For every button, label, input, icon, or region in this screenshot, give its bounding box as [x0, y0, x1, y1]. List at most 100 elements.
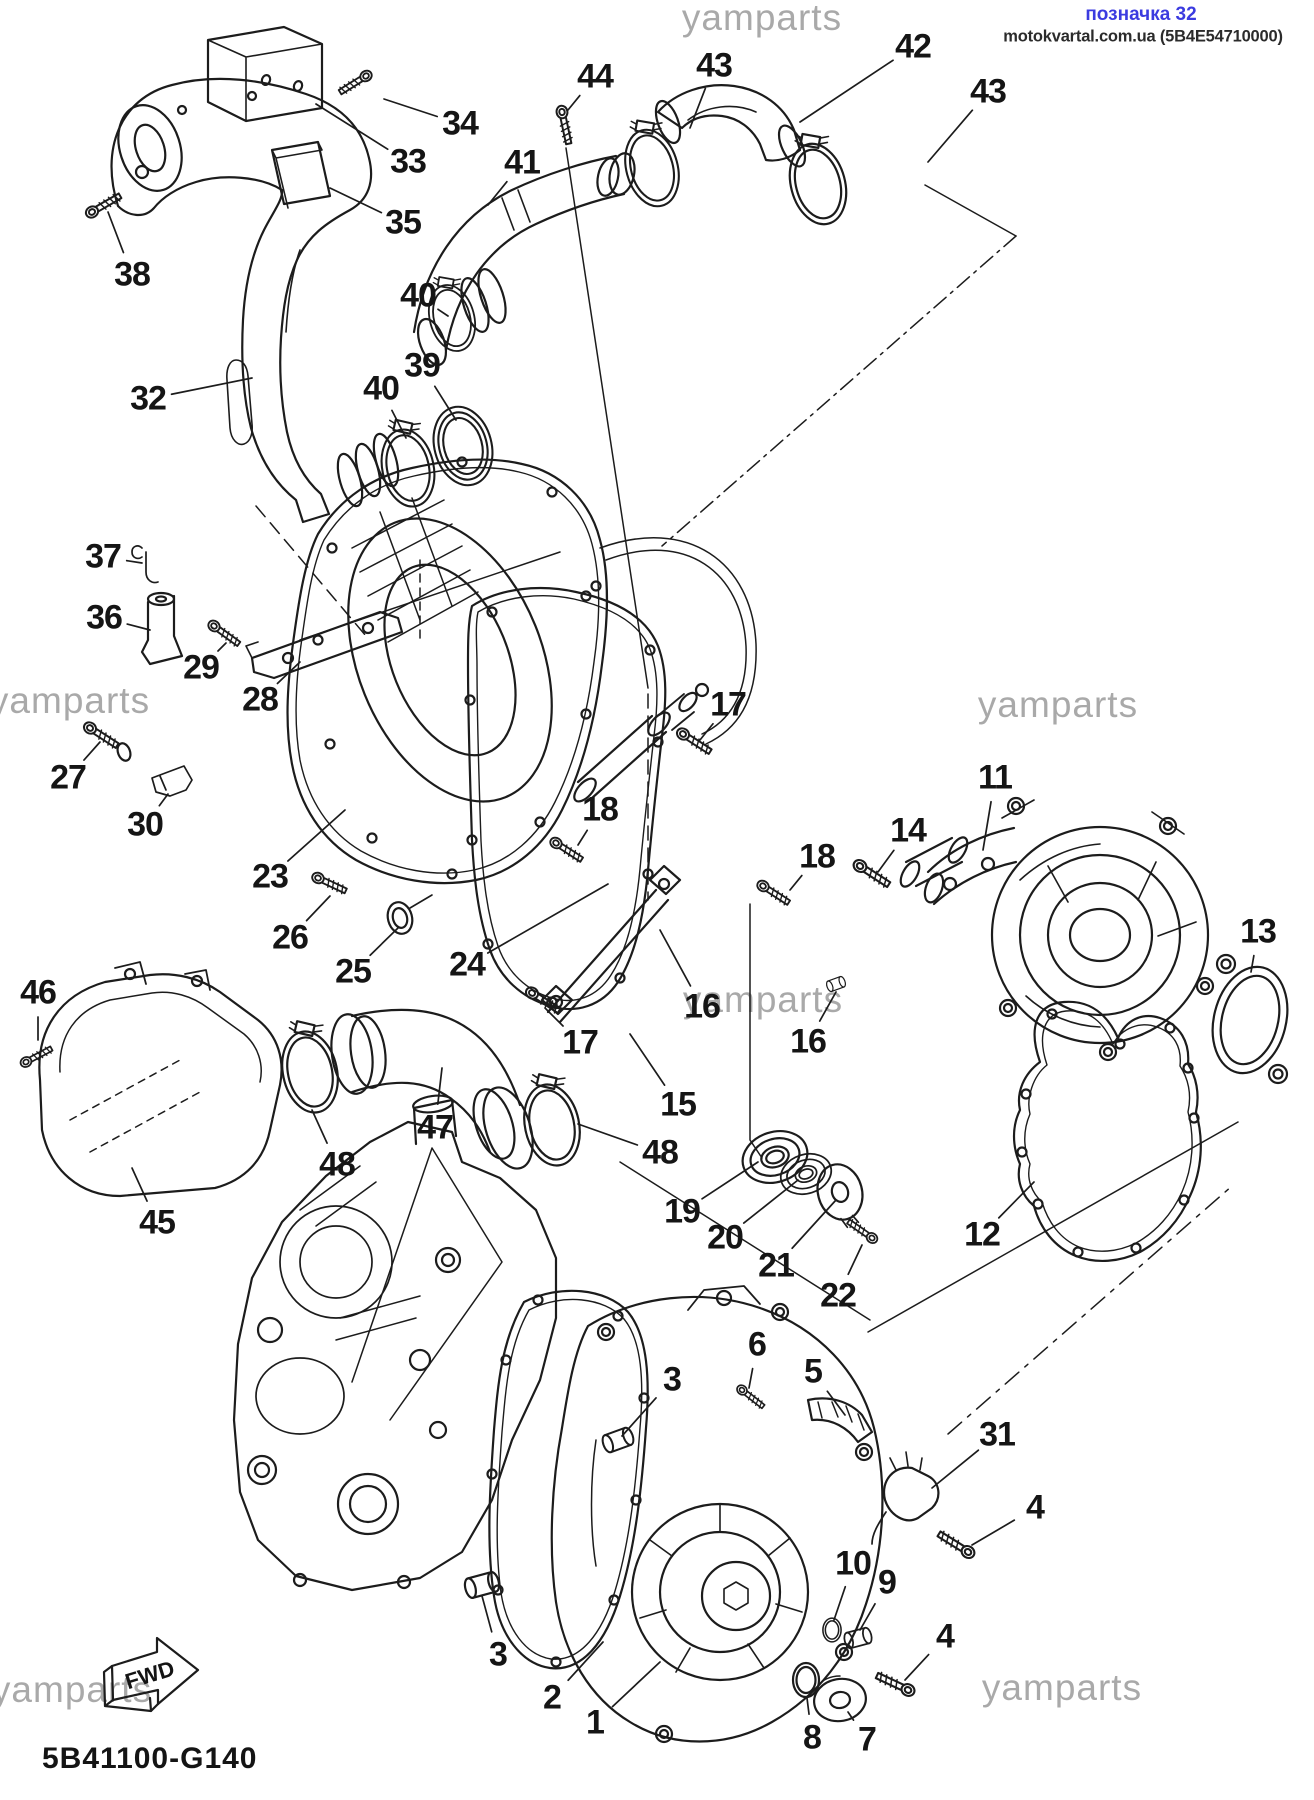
- bolt-27: [80, 719, 132, 762]
- clamp-43-right: [776, 121, 856, 232]
- callout-4: 4: [936, 1617, 955, 1656]
- callout-15: 15: [660, 1085, 697, 1124]
- gasket-2: [486, 1289, 650, 1670]
- bearing-19: [734, 1121, 816, 1193]
- duct-cover-45: [38, 961, 283, 1198]
- callout-37: 37: [85, 537, 122, 576]
- callout-5: 5: [804, 1352, 823, 1391]
- watermark-0: yamparts: [681, 0, 843, 38]
- bolt-6: [734, 1382, 767, 1411]
- watermark-1: yamparts: [0, 680, 151, 721]
- callout-2: 2: [543, 1678, 562, 1717]
- bolt-4-upper: [934, 1527, 978, 1562]
- callout-32: 32: [130, 379, 167, 418]
- cap-7: [813, 1675, 867, 1723]
- callout-7: 7: [858, 1720, 877, 1759]
- callout-30: 30: [127, 805, 164, 844]
- callout-48: 48: [319, 1145, 356, 1184]
- callout-17: 17: [562, 1023, 599, 1062]
- bracket-33: [206, 25, 324, 123]
- callout-20: 20: [707, 1218, 744, 1257]
- callout-14: 14: [890, 811, 927, 850]
- clamp-48-right: [512, 1062, 589, 1172]
- callout-26: 26: [272, 918, 309, 957]
- mark-link[interactable]: позначка 32: [1085, 4, 1197, 25]
- cvt-cover-23: [286, 456, 609, 885]
- callout-leader-lines: [37, 59, 1255, 1721]
- callout-18: 18: [582, 790, 619, 829]
- inner-bracket-assembly: [540, 537, 969, 1024]
- oring-10: [822, 1617, 842, 1643]
- stator-cover-1: [550, 1285, 884, 1744]
- clamp-40-lower: [370, 408, 443, 513]
- bolt-26: [309, 869, 349, 897]
- lever-5: [806, 1397, 874, 1444]
- callout-39: 39: [404, 346, 441, 385]
- hook-37: [131, 545, 159, 584]
- callout-45: 45: [139, 1203, 176, 1242]
- callout-17: 17: [710, 685, 747, 724]
- callout-3: 3: [489, 1635, 508, 1674]
- watermark-3: yamparts: [682, 979, 844, 1020]
- callout-42: 42: [895, 27, 932, 66]
- bolt-29: [205, 617, 243, 650]
- callout-21: 21: [758, 1246, 795, 1285]
- callout-9: 9: [878, 1563, 897, 1602]
- bolt-44: [554, 103, 576, 146]
- grommet-25: [386, 894, 433, 935]
- callout-36: 36: [86, 598, 123, 637]
- callout-16: 16: [790, 1022, 827, 1061]
- callout-22: 22: [820, 1276, 857, 1315]
- oring-8: [791, 1661, 821, 1699]
- dowel-3-upper: [599, 1425, 637, 1455]
- callout-8: 8: [803, 1718, 822, 1757]
- crankcase-block: [232, 1094, 558, 1592]
- duct-hose-41: [412, 152, 636, 367]
- callout-1: 1: [586, 1703, 605, 1742]
- crankcase-cover-11: [923, 796, 1215, 1062]
- fwd-arrow: FWD: [102, 1636, 200, 1713]
- callout-25: 25: [335, 952, 372, 991]
- watermark-2: yamparts: [977, 684, 1139, 725]
- callout-28: 28: [242, 680, 279, 719]
- bolt-18-left: [547, 834, 586, 865]
- plug-9: [841, 1625, 875, 1651]
- site-caption: motokvartal.com.ua (5B4E54710000): [1003, 27, 1283, 46]
- air-duct-32: [110, 77, 400, 524]
- callout-41: 41: [504, 143, 541, 182]
- drawing-part-code: 5B41100-G140: [42, 1742, 258, 1775]
- clamp-30: [151, 765, 193, 797]
- callout-23: 23: [252, 857, 289, 896]
- callout-16: 16: [684, 987, 721, 1026]
- callout-40: 40: [400, 276, 437, 315]
- callout-47: 47: [417, 1108, 454, 1147]
- gasket-24: [464, 587, 667, 1010]
- bolt-22: [844, 1216, 881, 1247]
- bolt-18-right: [754, 877, 793, 908]
- callout-43: 43: [970, 72, 1007, 111]
- construction-lines: [255, 147, 1239, 1435]
- clamp-31: [871, 1451, 940, 1545]
- callout-46: 46: [20, 973, 57, 1012]
- callout-38: 38: [114, 255, 151, 294]
- callout-13: 13: [1240, 912, 1277, 951]
- callout-24: 24: [449, 945, 486, 984]
- callout-34: 34: [442, 104, 479, 143]
- watermark-4: yamparts: [0, 1669, 153, 1710]
- callout-33: 33: [390, 142, 427, 181]
- callout-12: 12: [964, 1215, 1001, 1254]
- callout-11: 11: [978, 758, 1013, 797]
- callout-44: 44: [577, 57, 614, 96]
- callout-31: 31: [979, 1415, 1016, 1454]
- bracket-28: [245, 551, 561, 680]
- stay-36: [140, 591, 184, 666]
- callout-3: 3: [663, 1360, 682, 1399]
- bolt-46: [17, 1043, 55, 1070]
- seal-39: [424, 399, 502, 493]
- callout-43: 43: [696, 46, 733, 85]
- damper-35: [270, 140, 332, 209]
- retainer-21: [816, 1163, 864, 1229]
- callout-35: 35: [385, 203, 422, 242]
- bolt-34: [336, 67, 375, 98]
